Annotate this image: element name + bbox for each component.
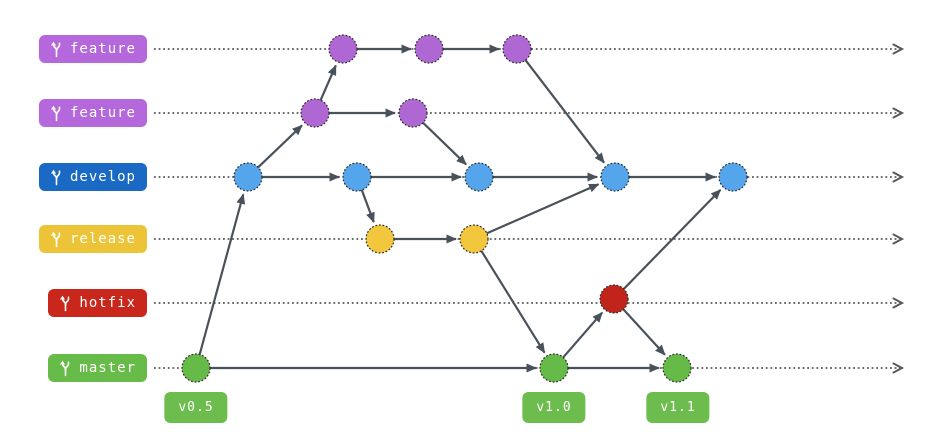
branch-label-hotfix: hotfix xyxy=(48,289,147,317)
commit-edge-fa3-d4 xyxy=(524,58,605,164)
branch-label-text: feature xyxy=(69,105,136,121)
version-tag-v0-5: v0.5 xyxy=(164,392,228,423)
git-branch-icon xyxy=(51,105,61,121)
branch-label-feature-1: feature xyxy=(38,35,147,63)
commit-node-d4 xyxy=(600,162,630,192)
commit-edge-m1-d1 xyxy=(198,193,246,356)
commit-node-fa3 xyxy=(502,34,532,64)
branch-label-release: release xyxy=(38,225,147,253)
commit-node-fb1 xyxy=(300,98,330,128)
commit-node-fa1 xyxy=(328,34,358,64)
commit-node-m1 xyxy=(181,353,211,383)
git-branch-icon xyxy=(60,295,70,311)
commit-edge-h1-m3 xyxy=(621,307,666,356)
commit-node-m3 xyxy=(662,353,692,383)
commit-node-h1 xyxy=(599,284,629,314)
commit-edge-h1-d5 xyxy=(622,189,722,291)
branch-label-master: master xyxy=(48,354,147,382)
branch-label-feature-2: feature xyxy=(38,99,147,127)
version-tag-v1-1: v1.1 xyxy=(646,392,710,423)
commit-node-d1 xyxy=(233,162,263,192)
commit-edge-fb2-d3 xyxy=(421,121,467,166)
branch-label-text: hotfix xyxy=(79,295,136,311)
branch-label-develop: develop xyxy=(38,163,147,191)
branch-label-text: feature xyxy=(69,41,136,57)
commit-edge-r2-m2 xyxy=(479,249,546,354)
git-branch-icon xyxy=(51,169,61,185)
commit-node-r1 xyxy=(365,224,395,254)
commit-node-r2 xyxy=(459,224,489,254)
commit-edge-fb1-fa1 xyxy=(319,64,337,102)
version-tag-v1-0: v1.0 xyxy=(522,392,586,423)
branch-label-text: release xyxy=(69,231,136,247)
commit-edge-d2-r1 xyxy=(360,188,375,224)
commit-node-m2 xyxy=(539,353,569,383)
git-branch-icon xyxy=(51,41,61,57)
commit-node-d2 xyxy=(342,162,372,192)
git-branch-icon xyxy=(51,231,61,247)
commit-edge-r2-d4 xyxy=(485,183,600,235)
commit-node-d3 xyxy=(464,162,494,192)
git-branch-icon xyxy=(60,360,70,376)
commit-node-fb2 xyxy=(398,98,428,128)
branch-label-text: develop xyxy=(69,169,136,185)
commit-edge-d1-fb1 xyxy=(256,124,303,169)
commit-node-fa2 xyxy=(414,34,444,64)
branch-label-text: master xyxy=(79,360,136,376)
commit-edge-m2-h1 xyxy=(561,311,604,359)
commit-node-d5 xyxy=(718,162,748,192)
